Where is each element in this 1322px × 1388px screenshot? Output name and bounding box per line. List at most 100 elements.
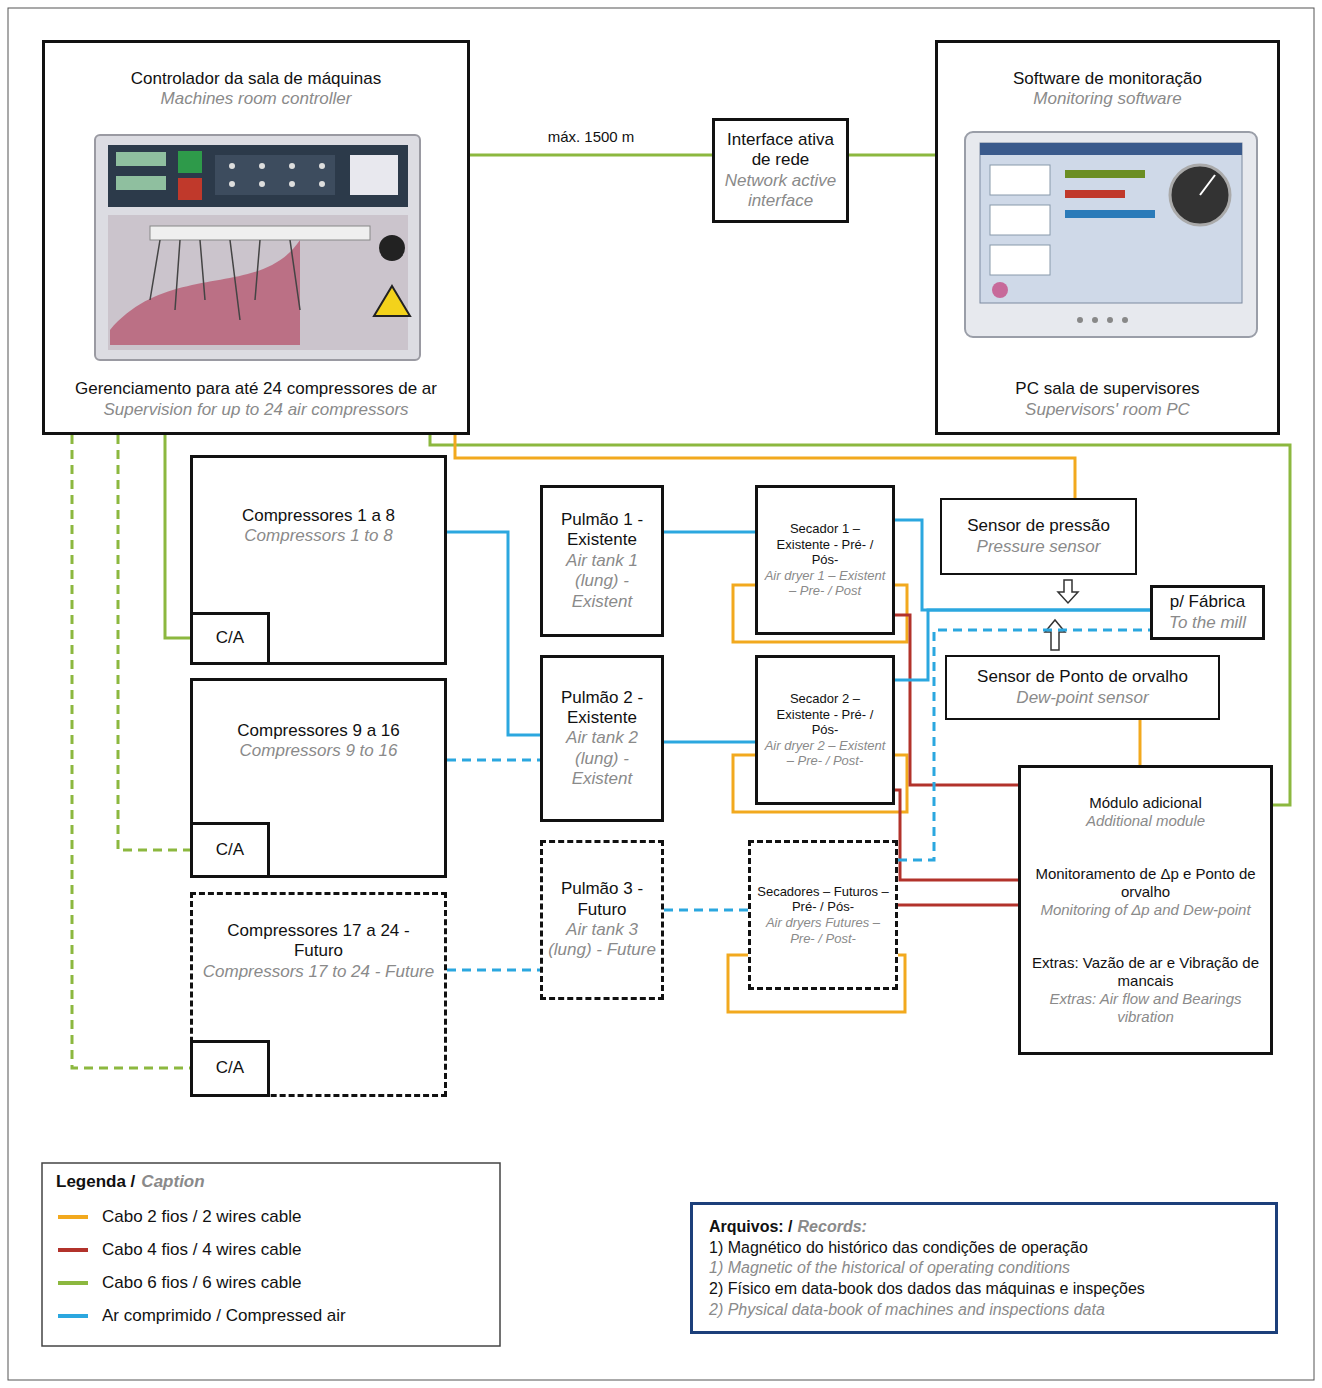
monitor-button (1107, 317, 1113, 323)
compressor-group: Compressores 17 a 24 - FuturoCompressors… (190, 892, 447, 1097)
cable-connector (72, 435, 190, 1068)
text-group: 2) Físico em data-book dos dados das máq… (709, 1279, 1259, 1298)
led (289, 163, 295, 169)
portuguese-caption: Software de monitoração (948, 69, 1267, 89)
portuguese-caption: Sensor de pressão (948, 516, 1129, 536)
led (229, 163, 235, 169)
led-panel (215, 155, 335, 195)
portuguese-caption: Módulo adicional (1029, 794, 1262, 812)
text-group: Arquivos: / Records: (709, 1217, 1259, 1236)
start-button (178, 151, 202, 173)
english-caption: Air tank 3 (lung) - Future (547, 920, 657, 961)
portuguese-caption: Compressores 9 a 16 (201, 721, 436, 741)
text-group: 1) Magnético do histórico das condições … (709, 1238, 1259, 1257)
legend-entry: Ar comprimido / Compressed air (58, 1306, 346, 1326)
text-group: Sensor de pressãoPressure sensor (948, 516, 1129, 557)
portuguese-caption: 1) Magnético do histórico das condições … (709, 1238, 1259, 1257)
decor-swoosh (110, 240, 300, 345)
text-group: Monitoramento de Δp e Ponto de orvalhoMo… (1029, 865, 1262, 919)
screen-gauge (1170, 165, 1230, 225)
control-unit: C/A (190, 822, 270, 878)
portuguese-caption: Gerenciamento para até 24 compressores d… (55, 379, 457, 399)
english-caption: Additional module (1029, 812, 1262, 830)
legend-title: Caption (141, 1172, 204, 1192)
interface-box: Interface ativa de redeNetwork active in… (712, 118, 849, 223)
english-caption: Extras: Air flow and Bearings vibration (1029, 990, 1262, 1026)
legend-entry: Cabo 4 fios / 4 wires cable (58, 1240, 301, 1260)
english-caption: Compressors 17 to 24 - Future (201, 962, 436, 982)
records-box: Arquivos: / Records: 1) Magnético do histó… (690, 1202, 1278, 1334)
english-caption: Dew-point sensor (953, 688, 1212, 708)
air-tank: Pulmão 2 - ExistenteAir tank 2 (lung) - … (540, 655, 664, 822)
text-group: Módulo adicionalAdditional module (1029, 794, 1262, 830)
portuguese-caption: Arquivos: / (709, 1217, 793, 1236)
air-tank: Pulmão 1 - ExistenteAir tank 1 (lung) - … (540, 485, 664, 637)
english-caption: Air dryers Futures – Pre- / Post- (755, 915, 891, 946)
english-caption: 2) Physical data-book of machines and in… (709, 1300, 1259, 1319)
portuguese-caption: Compressores 17 a 24 - Futuro (201, 921, 436, 962)
legend-text: Cabo 6 fios / 6 wires cable (102, 1273, 301, 1293)
label-plate (350, 155, 398, 195)
english-caption: Supervision for up to 24 air compressors (55, 400, 457, 420)
sensor-arrow (1058, 580, 1078, 603)
gauge-needle (1200, 175, 1215, 195)
screen-bar (1065, 170, 1145, 178)
led (319, 163, 325, 169)
screen-logo (992, 282, 1008, 298)
warning-triangle (374, 286, 410, 316)
monitor-frame (965, 132, 1257, 337)
led (259, 163, 265, 169)
cable-connector (895, 790, 1018, 880)
stop-button (178, 178, 202, 200)
monitor-button (1077, 317, 1083, 323)
portuguese-caption: Secador 1 – Existente - Pré- / Pós- (762, 521, 888, 568)
legend-entry: Cabo 6 fios / 6 wires cable (58, 1273, 301, 1293)
portuguese-caption: C/A (199, 1058, 261, 1078)
text-group: PC sala de supervisoresSupervisors' room… (948, 379, 1267, 420)
cable-connector (165, 435, 190, 638)
text-group: Secador 2 – Existente - Pré- / Pós-Air d… (762, 691, 888, 769)
terminal-strip (150, 226, 370, 240)
air-dryer: Secador 1 – Existente - Pré- / Pós-Air d… (755, 485, 895, 635)
text-group: Pulmão 2 - ExistenteAir tank 2 (lung) - … (547, 688, 657, 790)
legend-box (42, 1163, 500, 1346)
portuguese-caption: Pulmão 2 - Existente (547, 688, 657, 729)
distance-label: máx. 1500 m (545, 128, 638, 145)
text-group: C/A (199, 628, 261, 648)
english-caption: Records: (798, 1217, 867, 1236)
english-caption: To the mill (1157, 613, 1258, 633)
english-caption: Monitoring of Δp and Dew-point (1029, 901, 1262, 919)
portuguese-caption: Secador 2 – Existente - Pré- / Pós- (762, 691, 888, 738)
screen-widget (990, 165, 1050, 195)
legend-swatch (58, 1314, 88, 1318)
cable-connector (898, 904, 1018, 907)
portuguese-caption: Sensor de Ponto de orvalho (953, 667, 1212, 687)
software-box: Software de monitoraçãoMonitoring softwa… (935, 40, 1280, 435)
text-group: Gerenciamento para até 24 compressores d… (55, 379, 457, 420)
english-caption: Machines room controller (55, 89, 457, 109)
text-group: Extras: Vazão de ar e Vibração de mancai… (1029, 954, 1262, 1026)
text-group: C/A (199, 1058, 261, 1078)
english-caption: Compressors 9 to 16 (201, 741, 436, 761)
sensor-box: Sensor de pressãoPressure sensor (940, 498, 1137, 575)
screen-widget (990, 245, 1050, 275)
legend-swatch (58, 1215, 88, 1219)
monitor-button (1122, 317, 1128, 323)
cable-connector (664, 531, 755, 534)
cabinet-body (95, 135, 420, 360)
screen-bar (1065, 210, 1155, 218)
portuguese-caption: 2) Físico em data-book dos dados das máq… (709, 1279, 1259, 1298)
cable-connector (849, 154, 935, 157)
portuguese-caption: PC sala de supervisores (948, 379, 1267, 399)
text-group: Pulmão 3 - FuturoAir tank 3 (lung) - Fut… (547, 879, 657, 961)
text-group: Interface ativa de redeNetwork active in… (720, 130, 841, 212)
text-group: Compressores 17 a 24 - FuturoCompressors… (201, 921, 436, 982)
screen-widget (990, 205, 1050, 235)
portuguese-caption: Interface ativa de rede (720, 130, 841, 171)
text-group: 1) Magnetic of the historical of operati… (709, 1258, 1259, 1277)
legend-title: Legenda / (56, 1172, 135, 1192)
cable-connector (430, 435, 1290, 805)
led (259, 181, 265, 187)
text-group: Compressores 1 a 8Compressors 1 to 8 (201, 506, 436, 547)
legend-swatch (58, 1248, 88, 1252)
